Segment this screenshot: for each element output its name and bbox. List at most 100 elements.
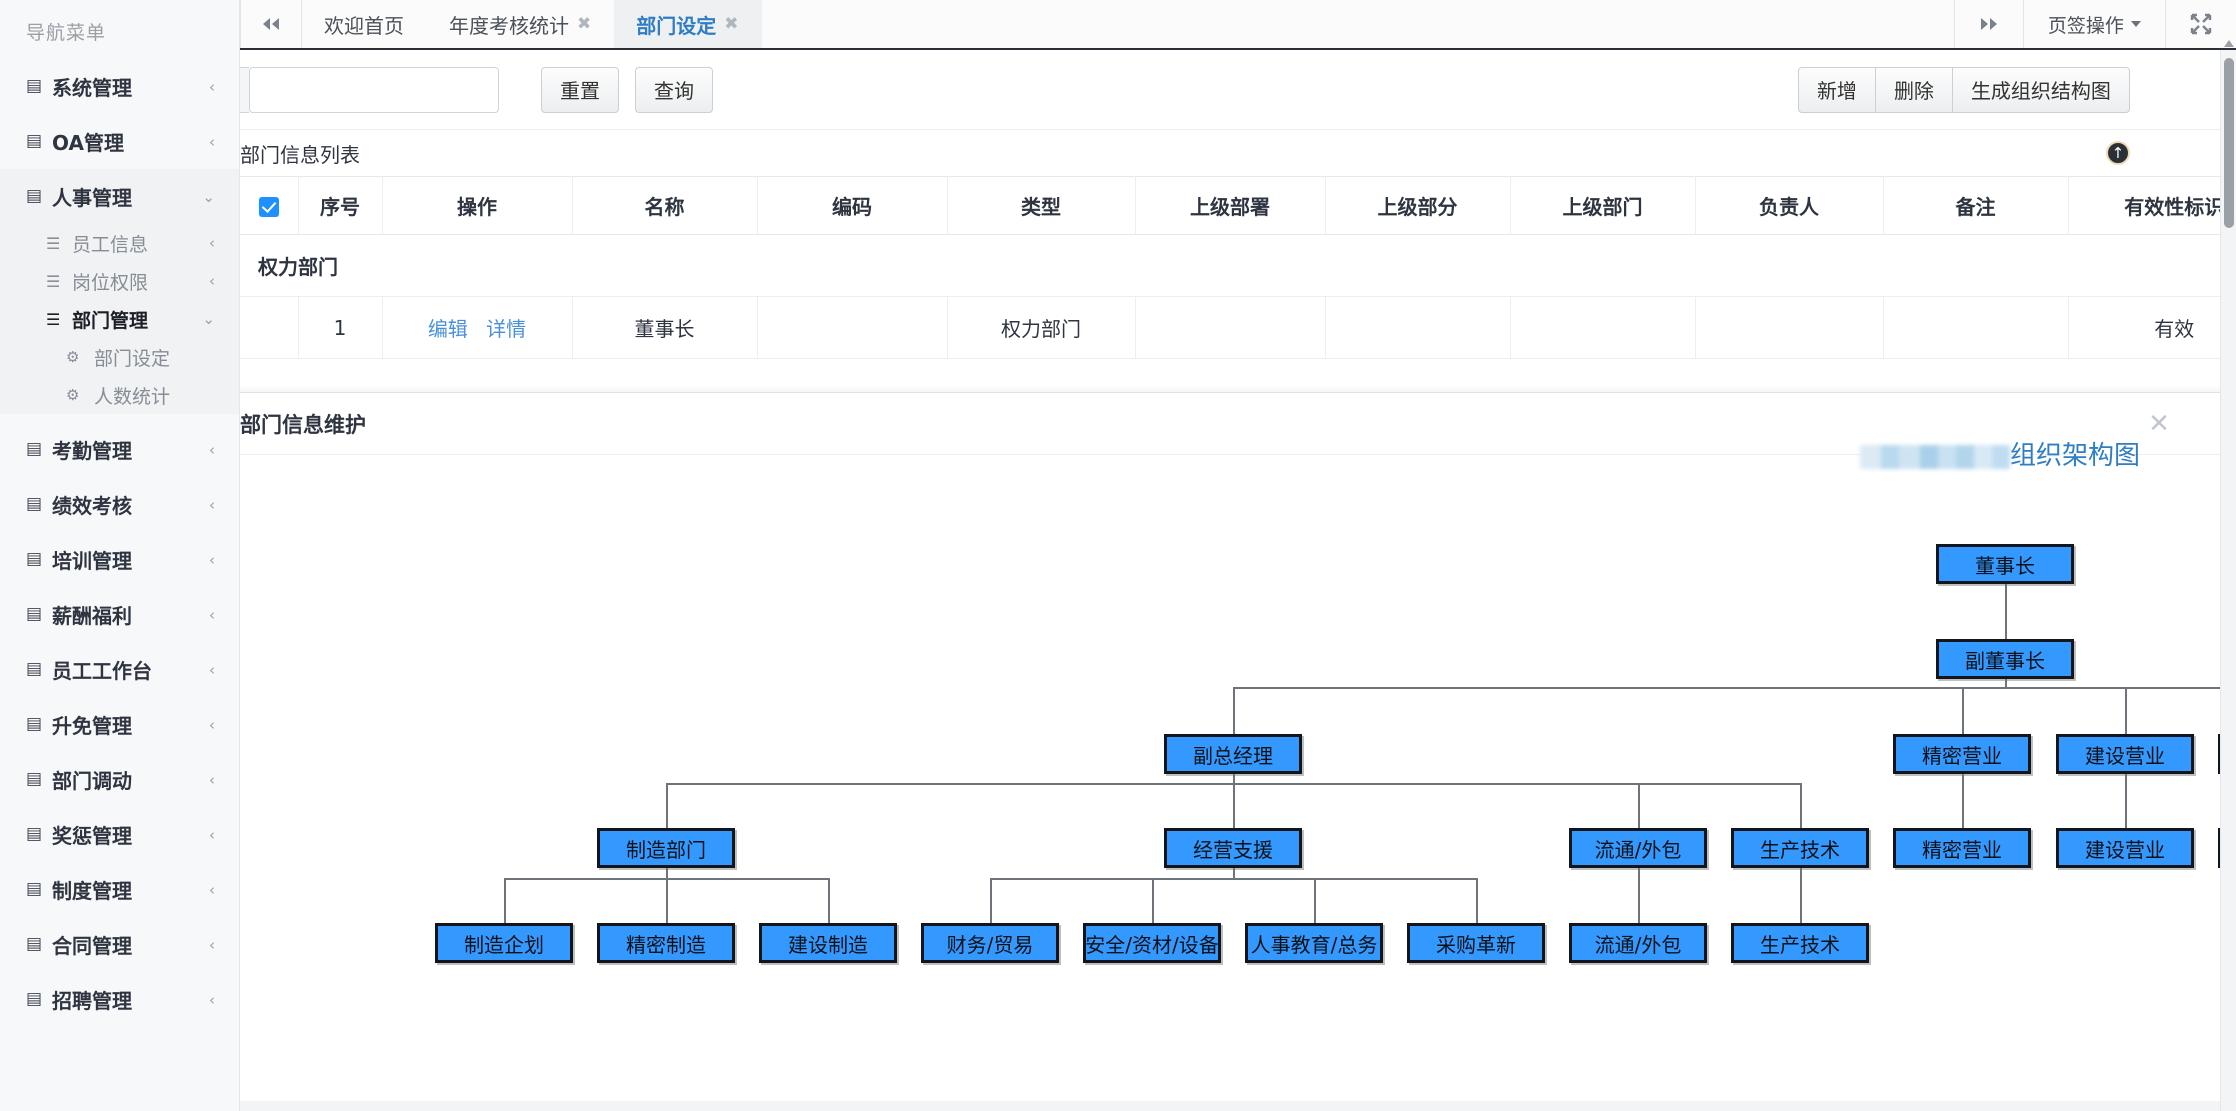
org-node[interactable]: 副董事长 bbox=[1936, 639, 2074, 679]
th-index[interactable]: 序号 bbox=[298, 176, 383, 235]
org-node[interactable]: 制造企划 bbox=[435, 923, 573, 963]
chevron-left-icon: ‹ bbox=[209, 935, 215, 954]
org-node[interactable]: 副总经理 bbox=[1164, 734, 1302, 774]
tab-dept-setting[interactable]: 部门设定 ✖ bbox=[614, 0, 762, 48]
tab-close-icon[interactable]: ✖ bbox=[724, 14, 739, 34]
org-node[interactable]: 流通/外包 bbox=[1569, 828, 1707, 868]
sidebar-item-dept-management[interactable]: ☰ 部门管理 ⌄ bbox=[0, 300, 239, 338]
sidebar-item-training[interactable]: ▤ 培训管理 ‹ bbox=[0, 532, 239, 587]
org-node[interactable]: 精密营业 bbox=[1893, 734, 2031, 774]
th-remark[interactable]: 备注 bbox=[1883, 176, 2069, 235]
add-button[interactable]: 新增 bbox=[1797, 66, 1876, 113]
sidebar-leaf-label: 人数统计 bbox=[94, 385, 171, 408]
th-type[interactable]: 类型 bbox=[947, 176, 1136, 235]
dept-info-modal: 部门信息维护 ✕ 董事长副董事长副总经理精密营业建设营业技术部门制造部门经营支援… bbox=[240, 392, 2236, 1111]
sidebar-item-employee-info[interactable]: ☰ 员工信息 ‹ bbox=[0, 224, 239, 262]
org-node[interactable]: 人事教育/总务 bbox=[1245, 923, 1383, 963]
th-parent-part[interactable]: 上级部分 bbox=[1325, 176, 1511, 235]
org-node[interactable]: 董事长 bbox=[1936, 544, 2074, 584]
tab-annual-review-stats[interactable]: 年度考核统计 ✖ bbox=[427, 0, 614, 48]
sidebar-item-contract[interactable]: ▤ 合同管理 ‹ bbox=[0, 917, 239, 972]
sidebar-item-employee-workbench[interactable]: ▤ 员工工作台 ‹ bbox=[0, 642, 239, 697]
fullscreen-button[interactable] bbox=[2164, 0, 2236, 48]
redacted-company-name bbox=[1860, 444, 2010, 469]
th-owner[interactable]: 负责人 bbox=[1695, 176, 1884, 235]
org-edge-vertical bbox=[1233, 868, 1235, 878]
org-node[interactable]: 安全/资材/设备 bbox=[1083, 923, 1221, 963]
sidebar-item-compensation[interactable]: ▤ 薪酬福利 ‹ bbox=[0, 587, 239, 642]
chevron-left-icon: ‹ bbox=[209, 272, 215, 290]
gears-icon: ⚙ bbox=[66, 386, 80, 404]
sidebar-item-policy[interactable]: ▤ 制度管理 ‹ bbox=[0, 862, 239, 917]
sidebar-item-label: 员工工作台 bbox=[52, 659, 152, 683]
refresh-up-icon[interactable]: ↑ bbox=[2105, 141, 2130, 165]
tabs-scroll-left-button[interactable] bbox=[240, 0, 302, 48]
detail-link[interactable]: 详情 bbox=[486, 317, 527, 341]
th-name[interactable]: 名称 bbox=[572, 176, 758, 235]
reset-button[interactable]: 重置 bbox=[541, 66, 619, 113]
book-icon: ▤ bbox=[26, 769, 43, 789]
row-checkbox-cell[interactable] bbox=[240, 296, 299, 359]
org-node[interactable]: 生产技术 bbox=[1731, 923, 1869, 963]
table-row[interactable]: 1 编辑 详情 董事长 权力部门 有效 bbox=[240, 296, 2236, 359]
th-parent-dept[interactable]: 上级部门 bbox=[1510, 176, 1696, 235]
sidebar-item-reward-punish[interactable]: ▤ 奖惩管理 ‹ bbox=[0, 807, 239, 862]
row-valid: 有效 bbox=[2068, 296, 2236, 359]
vertical-scrollbar-thumb[interactable] bbox=[2223, 58, 2234, 228]
sidebar-item-dept-transfer[interactable]: ▤ 部门调动 ‹ bbox=[0, 752, 239, 807]
sidebar-item-oa[interactable]: ▤ OA管理 ‹ bbox=[0, 114, 239, 169]
org-node[interactable]: 建设制造 bbox=[759, 923, 897, 963]
book-icon: ▤ bbox=[26, 439, 43, 459]
select-all-checkbox[interactable] bbox=[258, 197, 279, 217]
chevron-left-icon: ‹ bbox=[209, 77, 215, 96]
scroll-up-icon[interactable] bbox=[2223, 40, 2234, 47]
row-actions[interactable]: 编辑 详情 bbox=[382, 296, 573, 359]
delete-button[interactable]: 删除 bbox=[1874, 66, 1953, 113]
sidebar-item-hr[interactable]: ▤ 人事管理 ⌄ bbox=[0, 169, 239, 224]
org-edge-vertical bbox=[2005, 584, 2007, 639]
nav-menu-title: 导航菜单 bbox=[26, 22, 107, 44]
th-actions[interactable]: 操作 bbox=[382, 176, 573, 235]
th-code[interactable]: 编码 bbox=[757, 176, 948, 235]
org-node[interactable]: 制造部门 bbox=[597, 828, 735, 868]
org-node[interactable]: 建设营业 bbox=[2056, 734, 2194, 774]
dept-table: 序号 操作 名称 编码 类型 上级部署 上级部分 上级部门 负责人 备注 有效性… bbox=[240, 176, 2236, 359]
org-edge-vertical bbox=[1638, 868, 1640, 923]
sidebar-item-attendance[interactable]: ▤ 考勤管理 ‹ bbox=[0, 422, 239, 477]
org-node[interactable]: 建设营业 bbox=[2056, 828, 2194, 868]
chevron-down-icon: ⌄ bbox=[202, 310, 215, 328]
sidebar-item-recruitment[interactable]: ▤ 招聘管理 ‹ bbox=[0, 972, 239, 1027]
query-button[interactable]: 查询 bbox=[635, 66, 713, 113]
search-input[interactable] bbox=[249, 66, 499, 113]
tab-close-icon[interactable]: ✖ bbox=[577, 14, 592, 34]
th-valid-flag[interactable]: 有效性标识 bbox=[2068, 176, 2236, 235]
vertical-scrollbar[interactable] bbox=[2219, 40, 2236, 1111]
close-icon[interactable]: ✕ bbox=[2148, 408, 2170, 439]
page-operations-button[interactable]: 页签操作 bbox=[2022, 0, 2165, 48]
tabs-scroll-right-button[interactable] bbox=[1953, 0, 2023, 48]
sidebar-item-dept-setting[interactable]: ⚙ 部门设定 bbox=[0, 338, 239, 376]
th-select-all[interactable] bbox=[240, 176, 299, 235]
edit-link[interactable]: 编辑 bbox=[427, 317, 468, 341]
th-parent-deploy[interactable]: 上级部署 bbox=[1135, 176, 1326, 235]
org-node[interactable]: 流通/外包 bbox=[1569, 923, 1707, 963]
org-node[interactable]: 精密制造 bbox=[597, 923, 735, 963]
org-node[interactable]: 生产技术 bbox=[1731, 828, 1869, 868]
org-node[interactable]: 采购革新 bbox=[1407, 923, 1545, 963]
generate-org-chart-button[interactable]: 生成组织结构图 bbox=[1951, 66, 2130, 113]
org-node[interactable]: 经营支援 bbox=[1164, 828, 1302, 868]
sidebar-item-headcount-stats[interactable]: ⚙ 人数统计 bbox=[0, 376, 239, 414]
row-remark bbox=[1883, 296, 2069, 359]
org-node[interactable]: 精密营业 bbox=[1893, 828, 2031, 868]
sidebar-item-performance[interactable]: ▤ 绩效考核 ‹ bbox=[0, 477, 239, 532]
chevron-left-icon: ‹ bbox=[209, 605, 215, 624]
sidebar-item-promotion[interactable]: ▤ 升免管理 ‹ bbox=[0, 697, 239, 752]
sidebar-item-post-permission[interactable]: ☰ 岗位权限 ‹ bbox=[0, 262, 239, 300]
tab-welcome-home[interactable]: 欢迎首页 bbox=[302, 0, 427, 48]
org-edge-vertical bbox=[1476, 878, 1478, 923]
sidebar-item-system[interactable]: ▤ 系统管理 ‹ bbox=[0, 59, 239, 114]
horizontal-scrollbar[interactable] bbox=[240, 1101, 2220, 1111]
org-node[interactable]: 财务/贸易 bbox=[921, 923, 1059, 963]
table-group-row: 权力部门 bbox=[240, 234, 2236, 297]
sidebar-item-label: 升免管理 bbox=[52, 714, 132, 738]
